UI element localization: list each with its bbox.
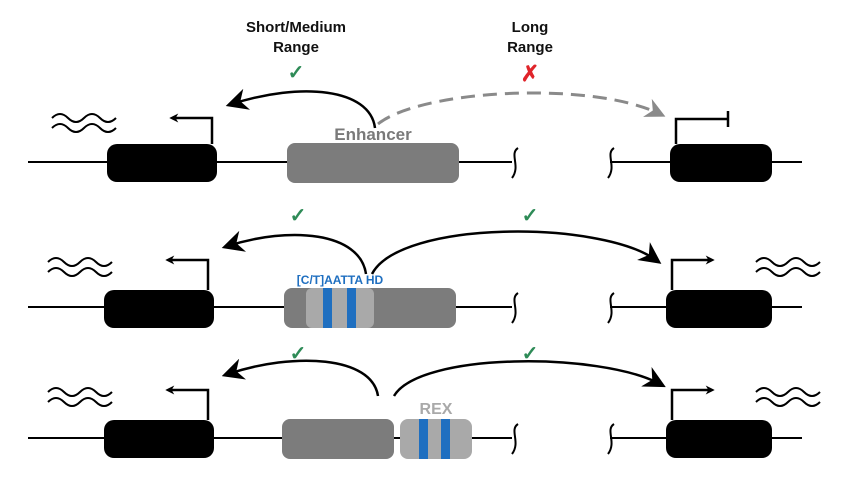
- motif-band: [347, 288, 356, 328]
- transcript-wave-icon: [47, 257, 113, 277]
- long-range-label-line2: Range: [507, 39, 553, 56]
- hd-motif-label: [C/T]AATTA HD: [297, 273, 384, 287]
- long-range-label-line1: Long: [512, 19, 549, 36]
- dna-break-icon: [607, 147, 615, 179]
- short-range-arrow: [225, 88, 377, 129]
- enhancer-label: Enhancer: [334, 125, 412, 144]
- enhancer-box: [287, 143, 459, 183]
- gene-right: [666, 290, 772, 328]
- dna-break-icon: [511, 292, 519, 324]
- dna-break-icon: [607, 423, 615, 455]
- enhancer-box: [282, 419, 394, 459]
- transcript-wave-icon: [755, 387, 821, 407]
- tss-arrow-icon: [165, 385, 210, 420]
- transcript-wave-icon: [755, 257, 821, 277]
- long-range-dashed-arrow: [377, 91, 666, 126]
- row-2: ✓ ✓ [C/T]AATTA HD: [28, 205, 821, 328]
- dna-break-icon: [511, 423, 519, 455]
- short-range-arrow: [221, 230, 368, 275]
- motif-band: [419, 419, 428, 459]
- motif-band: [441, 419, 450, 459]
- short-range-arrow: [221, 358, 380, 397]
- check-icon: ✓: [522, 205, 539, 227]
- gene-left: [107, 144, 217, 182]
- hd-motif-region: [306, 288, 374, 328]
- check-icon: ✓: [522, 343, 539, 365]
- gene-right: [670, 144, 772, 182]
- long-range-arrow: [370, 230, 662, 275]
- check-icon: ✓: [288, 62, 305, 84]
- row-1: Enhancer: [28, 88, 802, 183]
- rex-label: REX: [420, 401, 453, 418]
- short-range-label-line2: Range: [273, 39, 319, 56]
- tss-arrow-icon: [670, 255, 715, 290]
- tss-arrow-icon: [165, 255, 210, 290]
- transcript-wave-icon: [47, 387, 113, 407]
- tss-arrow-icon: [169, 113, 214, 144]
- dna-break-icon: [607, 292, 615, 324]
- tss-arrow-icon: [670, 385, 715, 420]
- cross-icon: ✗: [521, 61, 539, 86]
- short-range-label-line1: Short/Medium: [246, 19, 346, 36]
- row-3: ✓ ✓ REX: [28, 343, 821, 459]
- gene-right: [666, 420, 772, 458]
- rex-element: [400, 419, 472, 459]
- gene-left: [104, 290, 214, 328]
- motif-band: [323, 288, 332, 328]
- blocked-tss-icon: [674, 117, 728, 144]
- check-icon: ✓: [290, 205, 307, 227]
- transcript-wave-icon: [51, 113, 117, 133]
- long-range-arrow: [392, 360, 666, 397]
- dna-break-icon: [511, 147, 519, 179]
- gene-left: [104, 420, 214, 458]
